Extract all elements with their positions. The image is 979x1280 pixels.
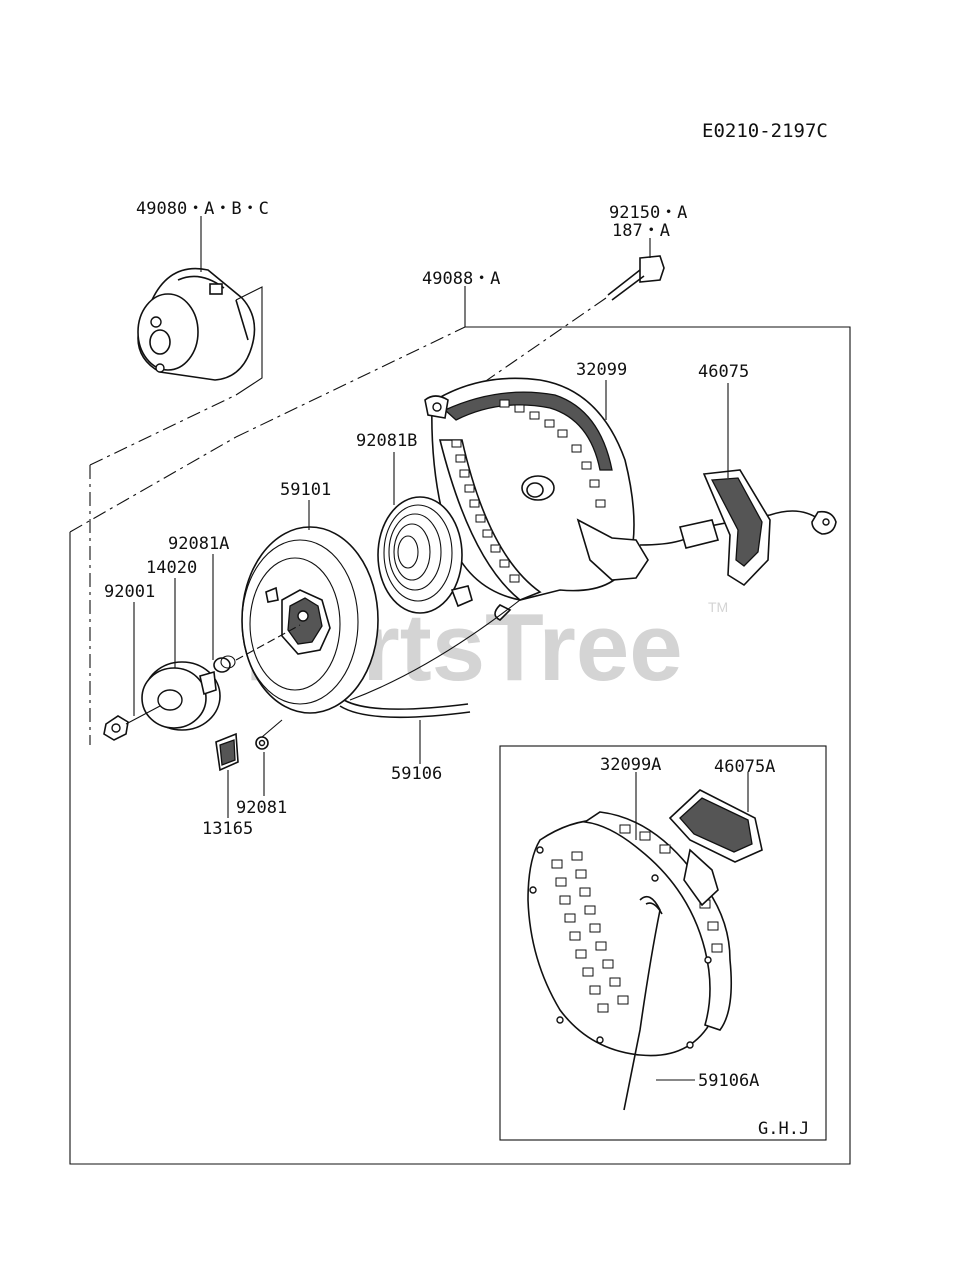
rope-reel — [241, 526, 379, 714]
label-14020: 14020 — [146, 558, 197, 578]
label-92150: 92150・A — [609, 203, 687, 223]
friction-plate — [215, 732, 239, 772]
label-46075A: 46075A — [714, 757, 775, 777]
recoil-spring — [377, 496, 473, 614]
ratchet — [141, 661, 221, 731]
label-59106A: 59106A — [698, 1071, 759, 1091]
starter-pulley-cup — [89, 267, 263, 745]
trademark-mark: TM — [708, 599, 728, 615]
label-92081A: 92081A — [168, 534, 229, 554]
part-labels: 49080・A・B・C 92150・A 187・A 49088・A 32099 … — [104, 199, 775, 1091]
small-spring — [255, 719, 283, 750]
label-49080: 49080・A・B・C — [136, 199, 269, 219]
starter-handle — [639, 469, 837, 587]
leader-lines — [133, 216, 729, 818]
bolt-92150 — [479, 255, 665, 386]
label-13165: 13165 — [202, 819, 253, 839]
label-32099A: 32099A — [600, 755, 661, 775]
label-46075: 46075 — [698, 362, 749, 382]
assembly-boundary — [69, 326, 851, 1165]
inset-tag: G.H.J — [758, 1119, 809, 1139]
label-92081: 92081 — [236, 798, 287, 818]
ratchet-spring — [213, 624, 301, 673]
inset-alternate-housing: G.H.J — [499, 745, 827, 1141]
diagram-code: E0210-2197C — [702, 120, 828, 142]
label-92081B: 92081B — [356, 431, 417, 451]
label-59106: 59106 — [391, 764, 442, 784]
label-32099: 32099 — [576, 360, 627, 380]
label-49088: 49088・A — [422, 269, 500, 289]
starter-rope — [339, 599, 521, 719]
label-187: 187・A — [612, 221, 670, 241]
starter-housing — [424, 377, 649, 621]
inset-housing-slots — [551, 824, 723, 1013]
label-92001: 92001 — [104, 582, 155, 602]
bolt-92001 — [103, 705, 161, 741]
housing-slots — [451, 399, 606, 583]
label-59101: 59101 — [280, 480, 331, 500]
